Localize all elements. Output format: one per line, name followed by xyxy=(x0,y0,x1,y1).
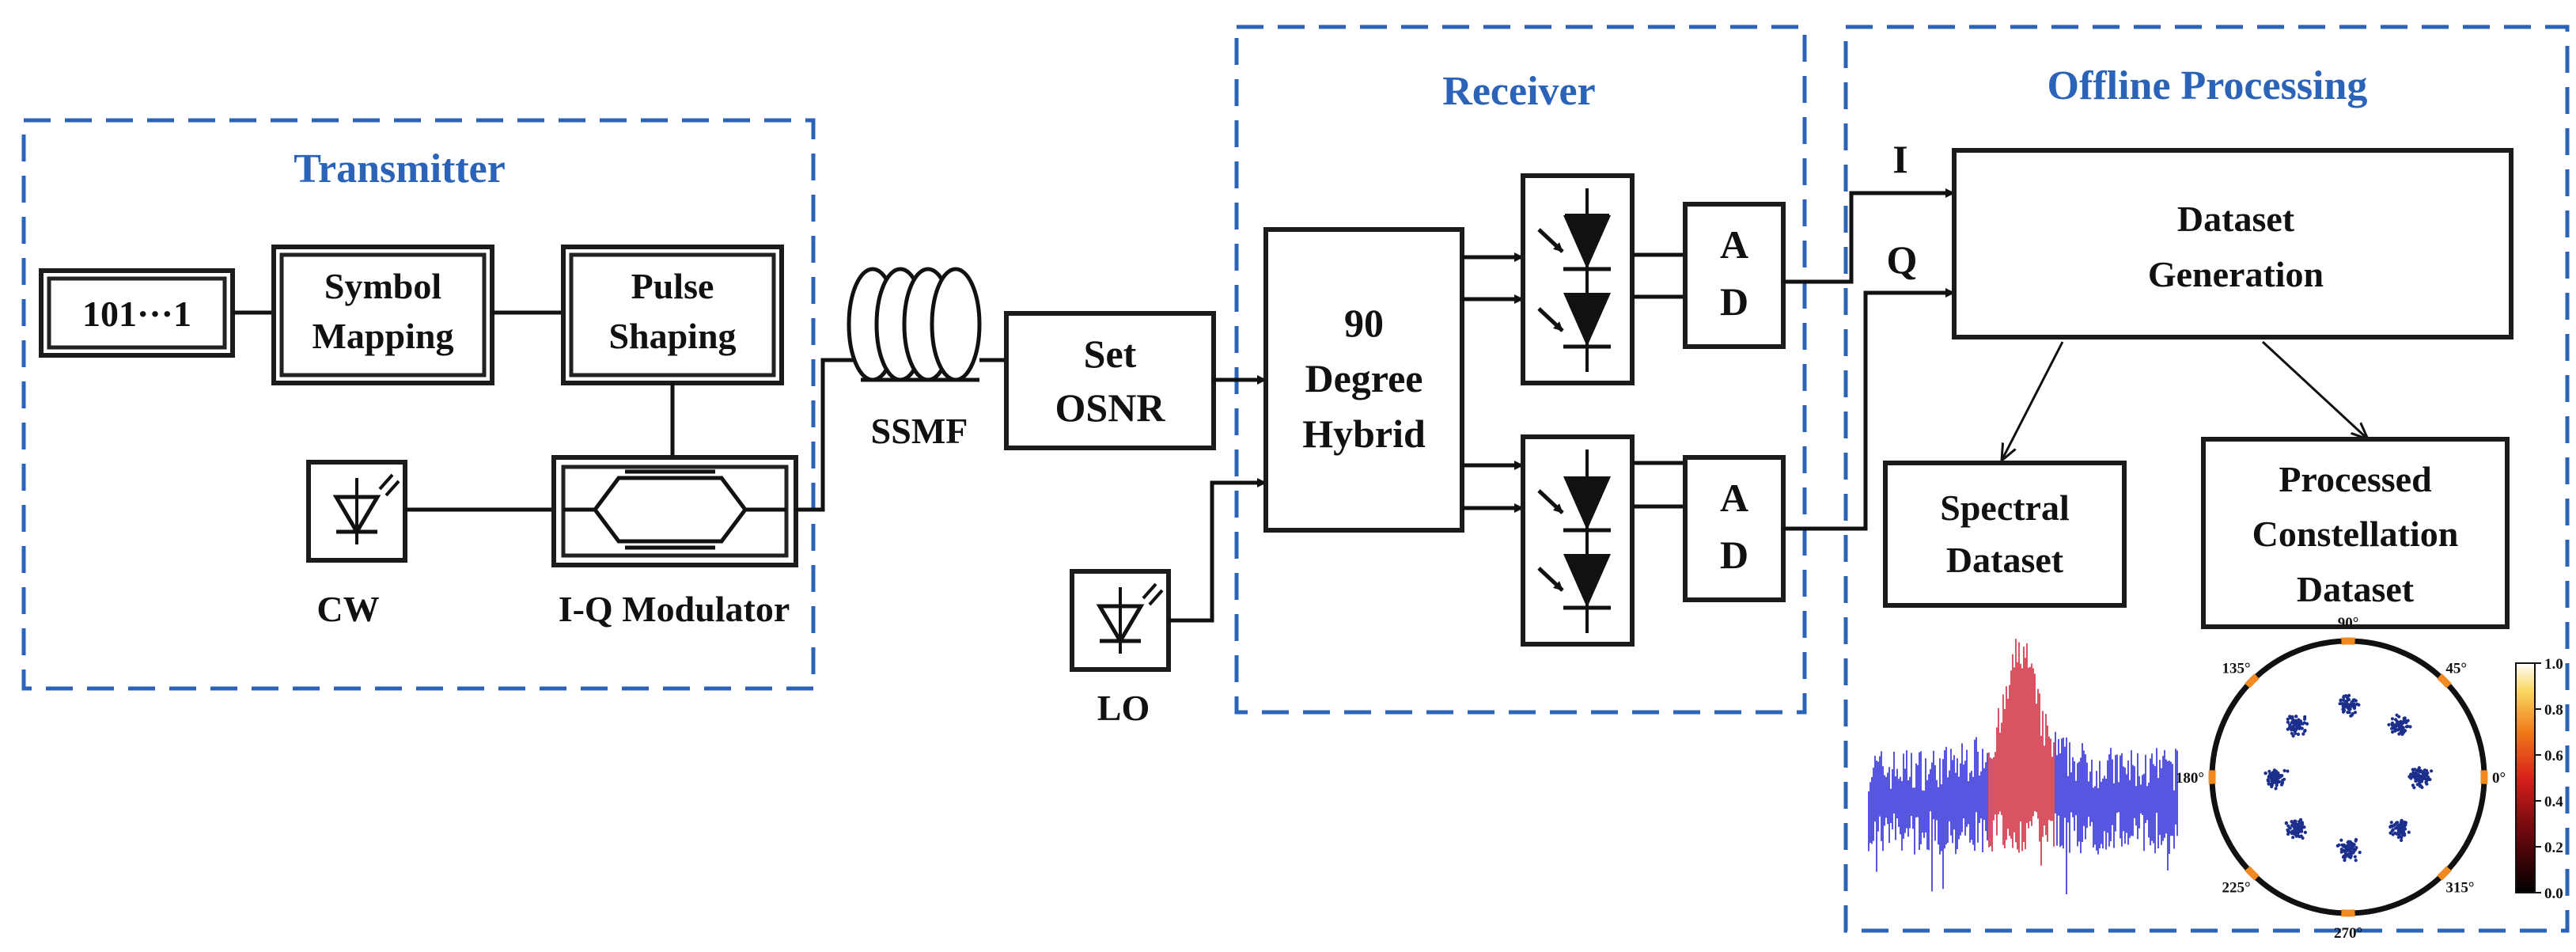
processed-constellation-label-2: Constellation xyxy=(2252,514,2459,554)
ring-highlight xyxy=(2437,866,2452,881)
spectrum-plot xyxy=(1868,639,2178,894)
colorbar-tick-label: 0.2 xyxy=(2544,840,2563,856)
polar-angle-label: 225° xyxy=(2222,880,2250,897)
polar-angle-label: 270° xyxy=(2334,925,2362,942)
q-channel-label: Q xyxy=(1887,237,1918,282)
cw-laser-icon xyxy=(306,460,407,563)
pulse-shaping-label: Pulse xyxy=(631,266,714,306)
ad-top-label-a: A xyxy=(1720,222,1748,267)
iq-modulator-label: I-Q Modulator xyxy=(559,589,790,629)
constellation-cluster xyxy=(2286,715,2309,738)
lo-laser-icon xyxy=(1070,569,1171,672)
ad-bottom-label-d: D xyxy=(1720,533,1748,577)
balanced-photodiode-top-icon xyxy=(1521,173,1635,385)
iq-modulator-icon xyxy=(551,455,798,567)
processed-constellation-block xyxy=(2201,437,2510,629)
ad-converter-top xyxy=(1683,202,1786,349)
colorbar-tick-label: 0.4 xyxy=(2544,794,2563,810)
colorbar-tick-label: 1.0 xyxy=(2544,656,2563,673)
polar-angle-label: 180° xyxy=(2176,770,2204,787)
ad-top-label-d: D xyxy=(1720,279,1748,324)
ad-converter-bottom xyxy=(1683,455,1786,602)
ssmf-label: SSMF xyxy=(871,411,968,451)
colorbar-tick-label: 0.8 xyxy=(2544,702,2563,719)
dataset-generation-block xyxy=(1952,148,2513,339)
constellation-cluster xyxy=(2387,713,2412,737)
colorbar-tick-label: 0.6 xyxy=(2544,748,2563,764)
polar-angle-label: 135° xyxy=(2222,660,2250,677)
bits-label: 101···1 xyxy=(82,294,191,334)
set-osnr-block xyxy=(1004,311,1216,450)
polar-angle-label: 90° xyxy=(2338,615,2359,632)
dataset-generation-label: Dataset xyxy=(2177,199,2295,239)
constellation-cluster xyxy=(2284,817,2307,840)
polar-angle-label: 0° xyxy=(2492,770,2506,787)
colorbar: 1.0 0.8 0.6 0.4 0.2 0.0 xyxy=(2515,656,2563,902)
balanced-photodiode-bottom-icon xyxy=(1521,434,1635,647)
processed-constellation-label: Processed xyxy=(2279,459,2432,499)
constellation-cluster xyxy=(2388,818,2411,842)
constellation-cluster xyxy=(2407,766,2434,790)
set-osnr-label-2: OSNR xyxy=(1055,385,1166,430)
offline-processing-frame xyxy=(1843,25,2570,933)
hybrid-label-3: Hybrid xyxy=(1302,412,1426,456)
transmitter-frame xyxy=(21,118,816,691)
receiver-title: Receiver xyxy=(1442,69,1595,114)
pulse-shaping-label-2: Shaping xyxy=(608,316,736,356)
colorbar-tick-label: 0.0 xyxy=(2544,886,2563,902)
cw-label: CW xyxy=(316,589,379,629)
spectrum-noise-trace xyxy=(1868,731,2178,894)
symbol-mapping-label-2: Mapping xyxy=(313,316,454,356)
spectral-dataset-label: Spectral xyxy=(1940,487,2070,528)
ring-highlight xyxy=(2245,673,2260,688)
receiver-frame xyxy=(1234,25,1807,715)
fiber-spool-icon xyxy=(847,267,982,382)
lo-label: LO xyxy=(1097,688,1150,728)
constellation-polar-plot: 90° 45° 0° 315° 270° 225° 180° 135° xyxy=(2176,615,2506,942)
ad-bottom-label-a: A xyxy=(1720,476,1748,520)
colorbar-gradient xyxy=(2515,662,2536,893)
processed-constellation-label-3: Dataset xyxy=(2297,569,2415,609)
constellation-cluster xyxy=(2338,693,2361,718)
constellation-cluster xyxy=(2263,768,2290,791)
offline-processing-title: Offline Processing xyxy=(2048,63,2368,108)
polar-angle-label: 315° xyxy=(2445,880,2474,897)
transmitter-title: Transmitter xyxy=(294,146,506,192)
hybrid-label: 90 xyxy=(1344,301,1384,345)
spectral-dataset-label-2: Dataset xyxy=(1946,540,2064,580)
spectrum-peak-trace xyxy=(1988,639,2055,866)
constellation-cluster xyxy=(2335,837,2362,863)
polar-angle-label: 45° xyxy=(2445,660,2467,677)
symbol-mapping-label: Symbol xyxy=(324,266,441,306)
hybrid-block xyxy=(1263,227,1464,533)
spectral-dataset-block xyxy=(1883,461,2127,608)
i-channel-label: I xyxy=(1892,137,1907,181)
ring-highlight xyxy=(2437,673,2452,688)
hybrid-label-2: Degree xyxy=(1305,356,1423,400)
set-osnr-label: Set xyxy=(1084,332,1137,376)
dataset-generation-label-2: Generation xyxy=(2148,254,2324,294)
ring-highlight xyxy=(2245,866,2260,881)
